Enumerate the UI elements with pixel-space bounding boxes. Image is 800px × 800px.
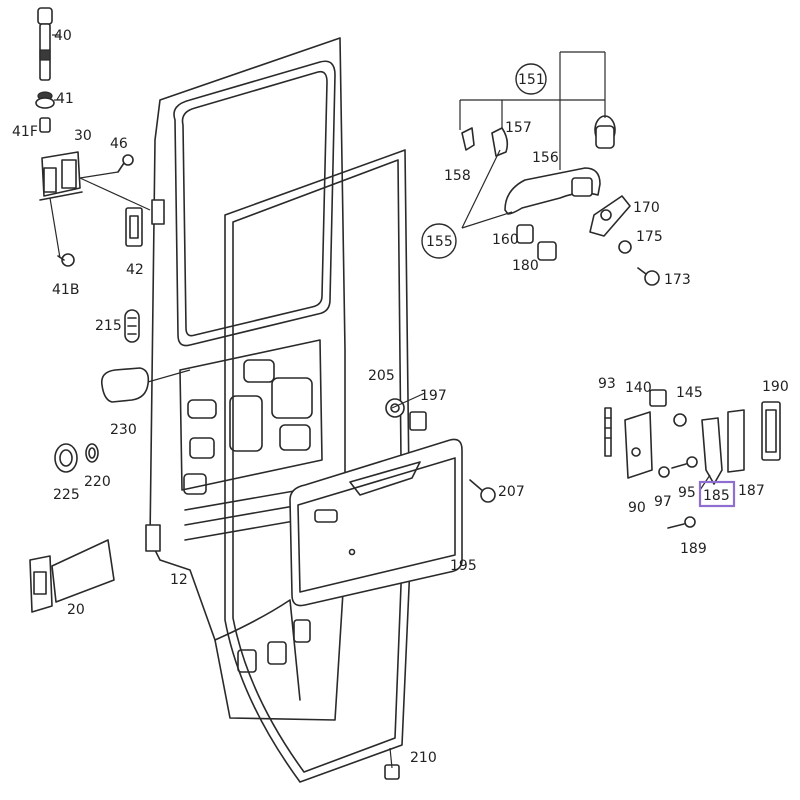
callout-207: 207 (498, 484, 525, 500)
callout-210: 210 (410, 750, 437, 766)
bush-41f (39, 117, 51, 133)
callout-173: 173 (664, 272, 691, 288)
callout-93: 93 (598, 376, 616, 392)
lock-assembly (604, 389, 781, 529)
cover-230 (100, 367, 150, 403)
handle-assembly (461, 115, 660, 286)
callout-145: 145 (676, 385, 703, 401)
callout-41b: 41B (52, 282, 79, 298)
callout-90: 90 (628, 500, 646, 516)
callout-185: 185 (703, 488, 730, 504)
callout-140: 140 (625, 380, 652, 396)
bearing-225 (54, 443, 78, 473)
callout-41: 41 (56, 91, 74, 107)
callout-197: 197 (420, 388, 447, 404)
callout-41f: 41F (12, 124, 38, 140)
nut-41 (35, 91, 55, 109)
highlight-box-185 (698, 480, 736, 508)
callout-95: 95 (678, 485, 696, 501)
hinge-20 (29, 539, 115, 613)
callout-labels: 40 41 41F 30 46 42 41B 215 230 225 220 2… (12, 28, 789, 766)
plate-42 (125, 207, 143, 247)
callout-155: 155 (426, 234, 453, 250)
screw-41b (57, 253, 75, 267)
bubble-155 (421, 223, 457, 259)
callout-30: 30 (74, 128, 92, 144)
callout-230: 230 (110, 422, 137, 438)
bubble-151 (515, 63, 547, 95)
callout-225: 225 (53, 487, 80, 503)
callout-220: 220 (84, 474, 111, 490)
callout-151: 151 (518, 72, 545, 88)
clip-197 (409, 411, 427, 431)
callout-215: 215 (95, 318, 122, 334)
trim-panel (289, 438, 463, 607)
door-seal (224, 149, 411, 783)
pin-40 (37, 7, 53, 81)
callout-12: 12 (170, 572, 188, 588)
callout-189: 189 (680, 541, 707, 557)
callout-40: 40 (54, 28, 72, 44)
door-shell (145, 37, 346, 721)
callout-156: 156 (532, 150, 559, 166)
ring-220 (85, 443, 99, 463)
callout-175: 175 (636, 229, 663, 245)
screw-46 (117, 154, 134, 173)
callout-42: 42 (126, 262, 144, 278)
callout-170: 170 (633, 200, 660, 216)
callout-190: 190 (762, 379, 789, 395)
nut-205 (385, 398, 405, 418)
screw-207 (469, 479, 496, 503)
callout-180: 180 (512, 258, 539, 274)
callout-187: 187 (738, 483, 765, 499)
callout-20: 20 (67, 602, 85, 618)
callout-205: 205 (368, 368, 395, 384)
callout-46: 46 (110, 136, 128, 152)
hinge-30 (39, 151, 83, 201)
callout-97: 97 (654, 494, 672, 510)
callout-157: 157 (505, 120, 532, 136)
callout-195: 195 (450, 558, 477, 574)
grommet-215 (124, 309, 140, 343)
callout-158: 158 (444, 168, 471, 184)
callout-160: 160 (492, 232, 519, 248)
